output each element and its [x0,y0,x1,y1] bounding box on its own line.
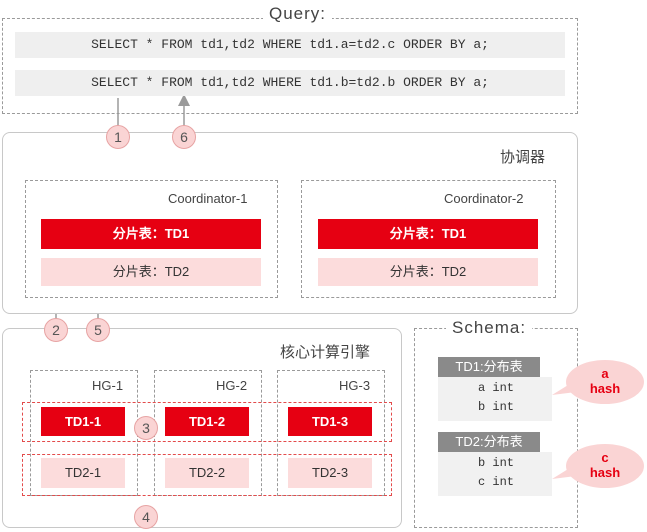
coordinator-1-shard-td1: 分片表：TD1 [41,219,261,249]
hg-1-label: HG-1 [92,378,124,393]
td2-3-shard: TD2-3 [288,458,372,488]
schema-td2-col-2: c int [478,475,515,489]
td2-1-shard: TD2-1 [41,458,125,488]
td2-row-outline [22,454,392,496]
schema-td1-col-1: a int [478,381,515,395]
schema-td2-col-1: b int [478,456,515,470]
schema-td1-header: TD1:分布表 [438,357,540,377]
query-title: Query: [263,4,333,24]
step-1-marker: 1 [106,125,130,149]
td2-hash-label: hash [589,465,621,480]
schema-td2-columns: b int c int [438,452,552,496]
coordinator-node-1-name: Coordinator-1 [168,191,248,206]
td1-row-outline [22,402,392,442]
step-2-marker: 2 [44,318,68,342]
td1-2-shard: TD1-2 [165,407,249,436]
schema-title: Schema: [446,318,533,338]
coordinator-node-1 [25,180,278,298]
td1-hash-label: hash [589,381,621,396]
td2-2-shard: TD2-2 [165,458,249,488]
schema-td2-header: TD2:分布表 [438,432,540,452]
td1-hash-bubble [566,360,644,404]
sql-statement-1: SELECT * FROM td1,td2 WHERE td1.a=td2.c … [15,32,565,58]
schema-td1-col-2: b int [478,400,515,414]
hg-3-label: HG-3 [339,378,371,393]
td1-1-shard: TD1-1 [41,407,125,436]
coordinator-2-shard-td2: 分片表：TD2 [318,258,538,286]
step-6-marker: 6 [172,125,196,149]
engine-title: 核心计算引擎 [280,344,371,361]
schema-td1-columns: a int b int [438,377,552,421]
step-3-marker: 3 [134,416,158,440]
coordinator-2-shard-td1: 分片表：TD1 [318,219,538,249]
coordinator-node-2-name: Coordinator-2 [444,191,524,206]
step-5-marker: 5 [86,318,110,342]
td2-hash-key: c [601,450,609,465]
coordinator-1-shard-td2: 分片表：TD2 [41,258,261,286]
coordinator-title: 协调器 [500,149,546,166]
hg-2-label: HG-2 [216,378,248,393]
td1-hash-key: a [601,366,609,381]
coordinator-node-2 [301,180,556,298]
td2-hash-bubble [566,444,644,488]
sql-statement-2: SELECT * FROM td1,td2 WHERE td1.b=td2.b … [15,70,565,96]
step-4-marker: 4 [134,505,158,529]
td1-3-shard: TD1-3 [288,407,372,436]
